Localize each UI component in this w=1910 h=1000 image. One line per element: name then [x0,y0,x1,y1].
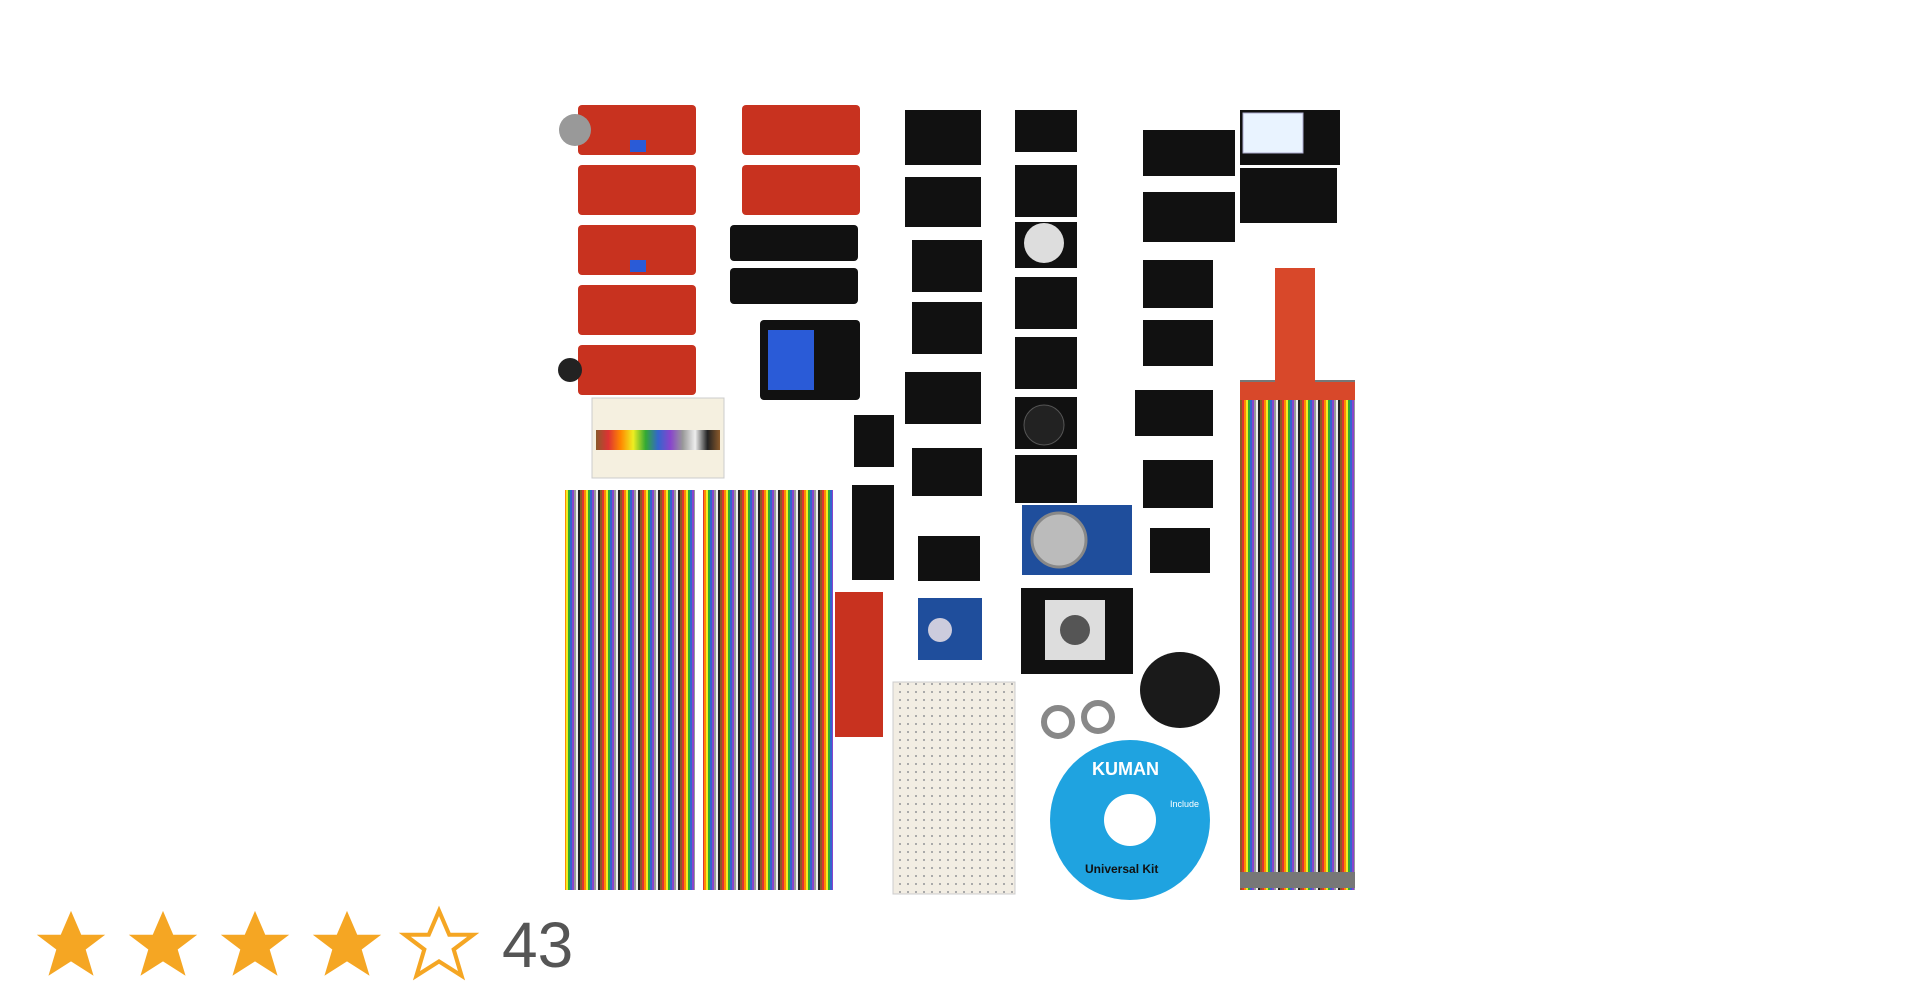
joystick-module [1021,588,1220,728]
red-sensor-boards-right [730,105,860,400]
black-sensor-modules [905,110,1340,581]
red-sensor-boards-left [558,105,696,395]
nuts-washers [1041,700,1115,739]
rating-bar: 43 [30,905,573,985]
star-filled-icon [312,910,382,976]
breadboard [892,681,1016,895]
cd-brand-text: KUMAN [1092,759,1159,779]
star-filled-icon [220,910,290,976]
software-cd: KUMAN Include Universal Kit [1050,740,1210,900]
jumper-wires-left [565,490,695,890]
gpio-adapter-cable [1240,268,1355,890]
cd-kit-text: Universal Kit [1085,862,1158,876]
dht-sensor [1242,112,1304,154]
touch-sensor [918,598,982,660]
star-filled-icon [128,910,198,976]
cd-include-text: Include [1170,799,1199,809]
star-filled-icon [36,910,106,976]
jumper-wires-right [703,490,833,890]
gas-sensor [1022,505,1132,575]
rating-count: 43 [502,909,574,981]
seven-segment-displays [852,415,894,580]
star-empty-icon [398,905,480,981]
resistor-color-card [591,397,725,479]
water-level-sensor [835,592,883,737]
